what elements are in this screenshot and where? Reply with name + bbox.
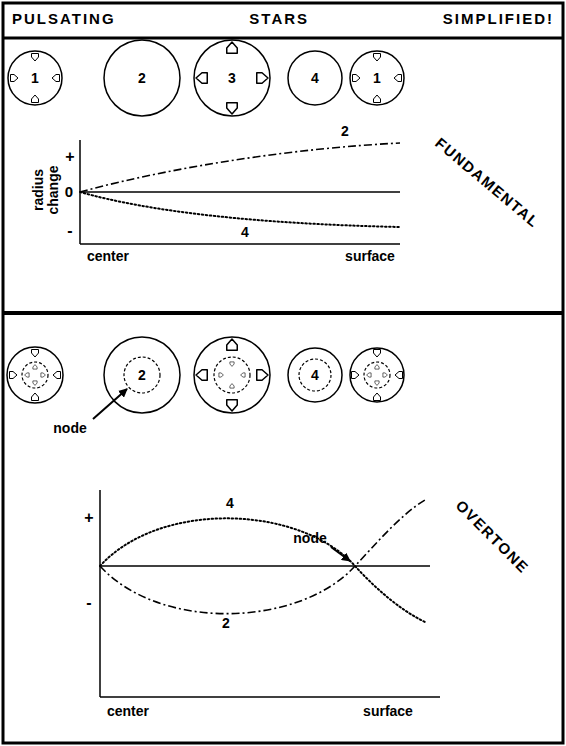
- axis-end-label: surface: [363, 704, 413, 719]
- phase-number: 4: [311, 71, 319, 85]
- axis-sign: +: [84, 509, 93, 527]
- node-pointer: [93, 389, 127, 419]
- contraction-curve: [80, 192, 400, 227]
- axis-end-label: center: [87, 249, 129, 264]
- phase-circle: 2: [102, 38, 182, 118]
- phase-number: 2: [138, 71, 146, 85]
- node-circle: [299, 359, 331, 391]
- star-outline: [104, 40, 180, 116]
- star-outline: [104, 337, 180, 413]
- phase-number: 4: [311, 368, 319, 382]
- axis-sign: -: [67, 222, 72, 240]
- motion-arrow: [227, 103, 238, 114]
- phase-number: 2: [138, 368, 146, 382]
- phase-circle: 4: [286, 49, 344, 107]
- axis-sign: +: [65, 148, 74, 166]
- node-pointer: [331, 547, 350, 561]
- curve-number: 4: [226, 496, 234, 511]
- axis-zero: 0: [65, 184, 73, 201]
- phase-circle: 1: [6, 49, 64, 107]
- header-rule: [3, 37, 563, 40]
- star-outline: [350, 51, 404, 105]
- node-label: node: [293, 531, 326, 546]
- motion-arrow: [32, 54, 39, 62]
- header-title: PULSATING STARS SIMPLIFIED!: [12, 11, 554, 28]
- motion-arrow: [52, 75, 60, 82]
- phase-number: 3: [228, 71, 236, 85]
- node-circle: [124, 357, 160, 393]
- phase-circle: 1: [348, 49, 406, 107]
- curve-number: 2: [222, 616, 230, 631]
- motion-arrow: [32, 95, 39, 103]
- expansion-curve: [100, 500, 425, 614]
- phase-circle: 3: [192, 38, 272, 118]
- mode-name: FUNDAMENTAL: [432, 135, 542, 231]
- star-outline: [194, 40, 270, 116]
- curve-number: 2: [341, 124, 349, 139]
- axis-title: radius change: [31, 160, 60, 220]
- overtone-chart: [100, 490, 440, 697]
- axis-end-label: center: [107, 704, 149, 719]
- star-outline: [288, 51, 342, 105]
- axis-sign: -: [86, 594, 91, 612]
- expansion-curve: [80, 143, 400, 192]
- phase-number: 1: [373, 71, 381, 85]
- phase-circle: 2: [102, 335, 182, 415]
- axis-end-label: surface: [345, 249, 395, 264]
- motion-arrow: [374, 95, 381, 103]
- star-outline: [8, 51, 62, 105]
- motion-arrow: [257, 73, 268, 84]
- node-label: node: [53, 421, 86, 436]
- star-outline: [288, 348, 342, 402]
- motion-arrow: [227, 42, 238, 53]
- motion-arrow: [394, 75, 402, 82]
- motion-arrow: [374, 54, 381, 62]
- motion-arrow: [196, 73, 207, 84]
- phase-circle: 4: [286, 346, 344, 404]
- motion-arrow: [353, 75, 361, 82]
- fundamental-chart: [80, 140, 400, 244]
- contraction-curve: [100, 518, 425, 622]
- overtone-phase-circles: [7, 337, 404, 413]
- phase-number: 1: [31, 71, 39, 85]
- panel-divider: [3, 311, 563, 315]
- frame: [3, 3, 563, 743]
- motion-arrow: [11, 75, 19, 82]
- curve-number: 4: [241, 225, 249, 240]
- mode-name: OVERTONE: [452, 497, 531, 576]
